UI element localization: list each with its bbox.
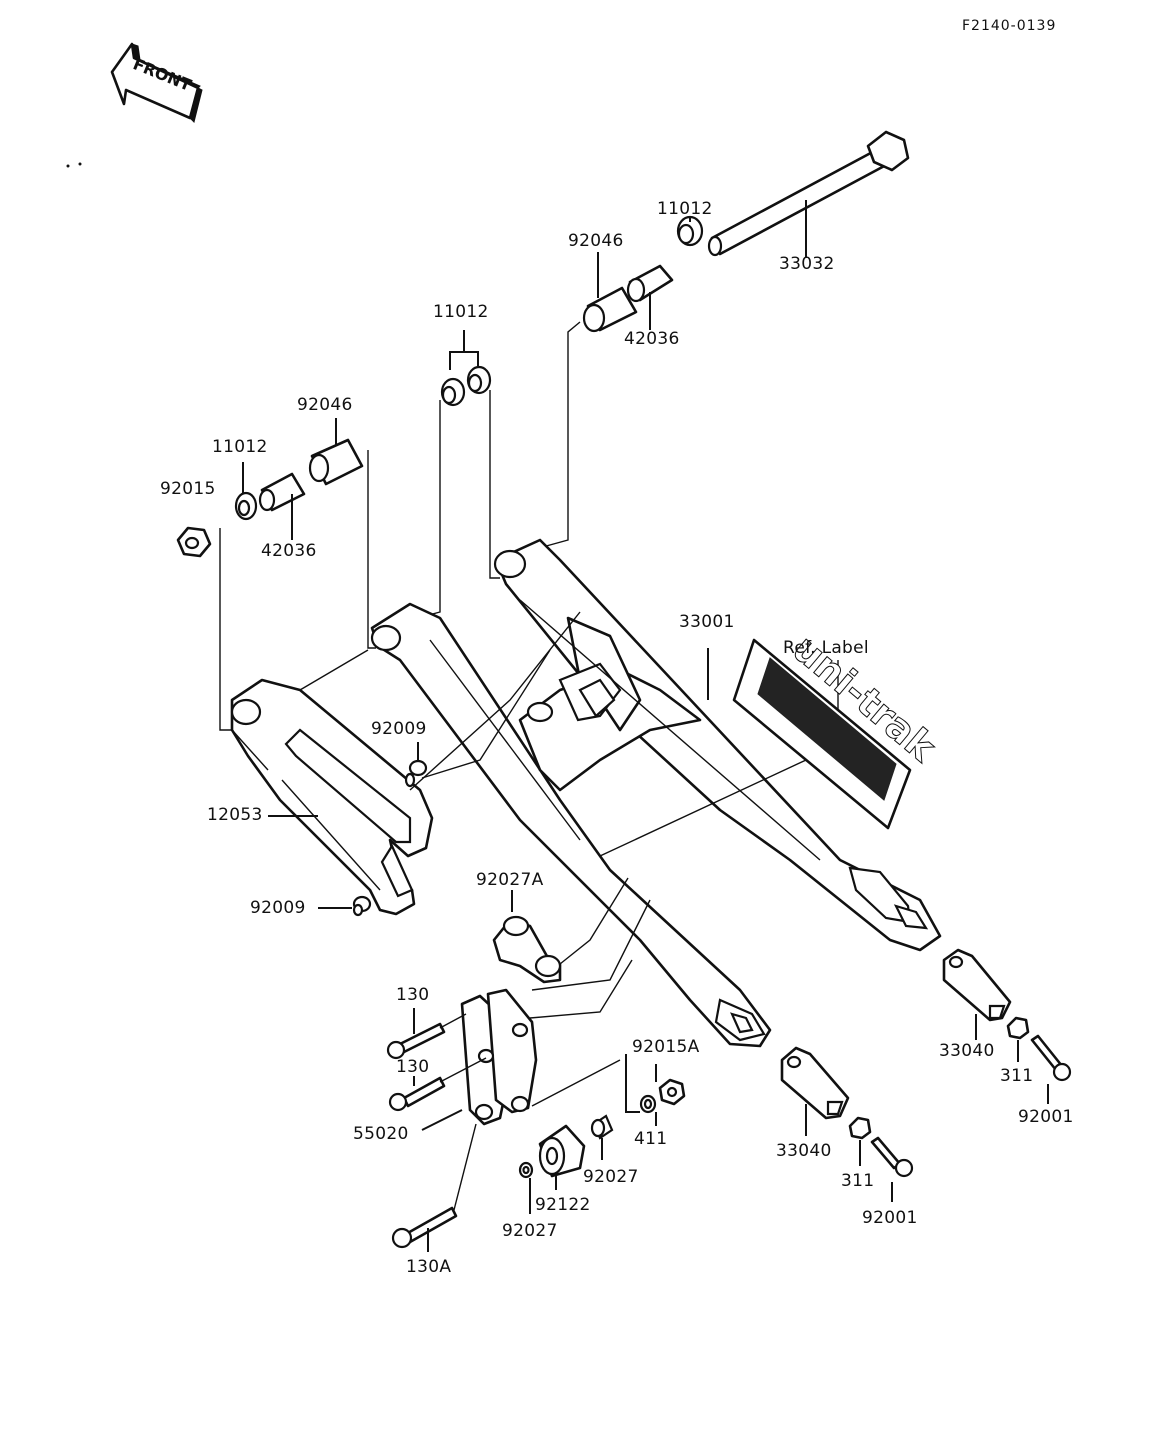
label-55020: 55020 (353, 1124, 409, 1144)
label-92046-left: 92046 (297, 395, 353, 415)
collar-92027-bottom (518, 1161, 534, 1179)
bearing-set-top (582, 215, 704, 333)
label-92015A: 92015A (632, 1037, 700, 1057)
front-arrow-icon: FRONT (110, 42, 203, 123)
label-92027A: 92027A (476, 870, 544, 890)
tie-rod-link (460, 988, 538, 1126)
bolt-130-upper (386, 1022, 446, 1060)
bolt-130A (391, 1206, 458, 1249)
nut-311-right (1006, 1016, 1030, 1040)
bolt-92001-mid (870, 1136, 914, 1178)
label-92015: 92015 (160, 479, 216, 499)
label-92046-top: 92046 (568, 231, 624, 251)
bearing-pair-mid (440, 365, 492, 407)
label-311-right: 311 (1000, 1066, 1034, 1086)
label-130-upper: 130 (396, 985, 430, 1005)
label-42036-left: 42036 (261, 541, 317, 561)
nut-92015A (658, 1078, 686, 1106)
bolt-92001-right (1030, 1034, 1072, 1082)
pivot-shaft (707, 130, 910, 257)
collar-92027A (492, 915, 562, 984)
washer-411 (639, 1094, 657, 1114)
label-33032: 33032 (779, 254, 835, 274)
label-11012-left: 11012 (212, 437, 268, 457)
chain-adjuster-right (942, 948, 1012, 1022)
chain-guard (230, 649, 434, 916)
label-42036-top: 42036 (624, 329, 680, 349)
label-33040-right: 33040 (939, 1041, 995, 1061)
screw-92009-bottom (352, 895, 372, 917)
label-92009-top: 92009 (371, 719, 427, 739)
label-92122: 92122 (535, 1195, 591, 1215)
bolt-130-lower (388, 1076, 446, 1112)
diagram-code: F2140-0139 (962, 18, 1057, 34)
label-92001-right: 92001 (1018, 1107, 1074, 1127)
label-12053: 12053 (207, 805, 263, 825)
nut-311-mid (848, 1116, 872, 1140)
label-11012-top: 11012 (657, 199, 713, 219)
label-130A: 130A (406, 1257, 452, 1277)
swingarm (370, 538, 942, 1048)
label-92001-mid: 92001 (862, 1208, 918, 1228)
bushing-92122 (538, 1124, 586, 1178)
label-33040-mid: 33040 (776, 1141, 832, 1161)
label-130-lower: 130 (396, 1057, 430, 1077)
label-92009-bottom: 92009 (250, 898, 306, 918)
collar-92027-right (590, 1114, 614, 1140)
label-311-mid: 311 (841, 1171, 875, 1191)
chain-adjuster-mid (780, 1046, 850, 1120)
screw-92009-top (404, 759, 428, 788)
label-92027-bottom: 92027 (502, 1221, 558, 1241)
label-411: 411 (634, 1129, 668, 1149)
label-33001: 33001 (679, 612, 735, 632)
label-ref-label: Ref. Label (783, 638, 869, 658)
label-92027-right: 92027 (583, 1167, 639, 1187)
label-11012-mid: 11012 (433, 302, 489, 322)
